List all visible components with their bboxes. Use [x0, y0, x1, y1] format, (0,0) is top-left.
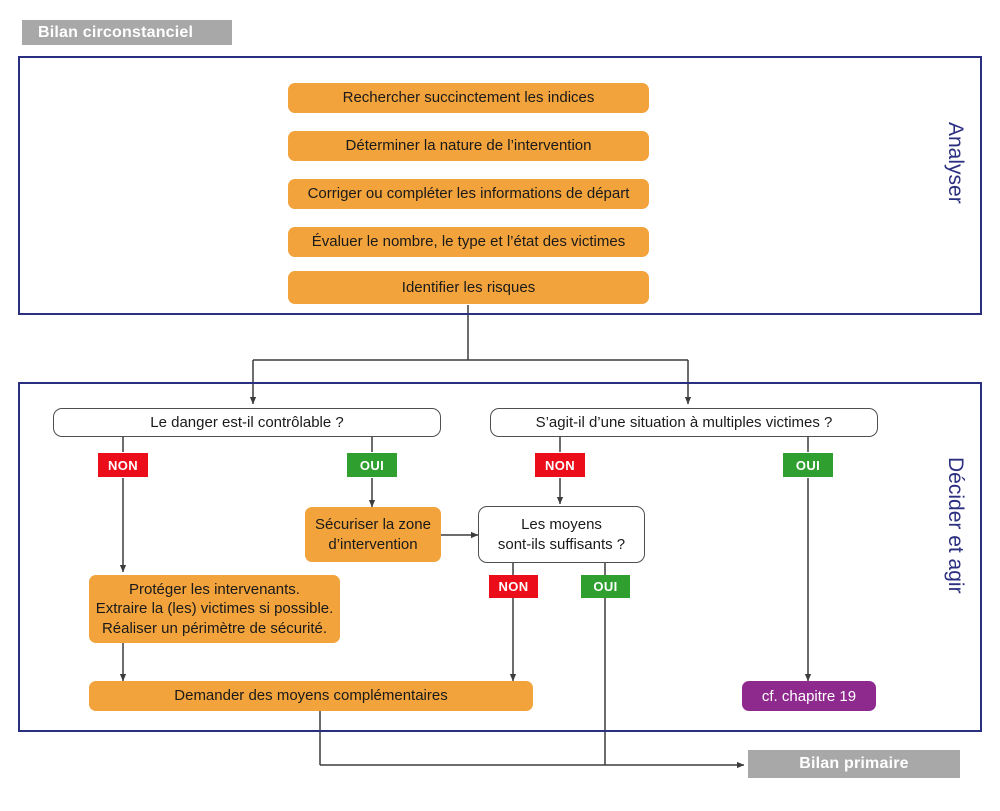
action-demander-moyens[interactable]: Demander des moyens complémentaires [89, 681, 533, 711]
step-determiner-nature[interactable]: Déterminer la nature de l’intervention [288, 131, 649, 161]
action-proteger-line1: Protéger les intervenants. [129, 581, 300, 599]
question-multiples-victimes[interactable]: S’agit-il d’une situation à multiples vi… [490, 408, 878, 437]
chip-danger-non[interactable]: NON [98, 453, 148, 477]
action-proteger-line3: Réaliser un périmètre de sécurité. [101, 619, 328, 637]
question-moyens-suffisants[interactable]: Les moyens sont-ils suffisants ? [478, 506, 645, 563]
chip-danger-oui[interactable]: OUI [347, 453, 397, 477]
chip-moyens-non[interactable]: NON [489, 575, 538, 598]
action-securiser-line2: d’intervention [328, 535, 418, 553]
action-proteger-intervenants[interactable]: Protéger les intervenants. Extraire la (… [89, 575, 340, 643]
section-frame-analyser [18, 56, 982, 315]
header-badge-bilan-circonstanciel: Bilan circonstanciel [22, 20, 232, 45]
question-danger-controlable[interactable]: Le danger est-il contrôlable ? [53, 408, 441, 437]
action-proteger-line2: Extraire la (les) victimes si possible. [95, 600, 334, 618]
step-identifier-risques[interactable]: Identifier les risques [288, 271, 649, 304]
chip-victimes-oui[interactable]: OUI [783, 453, 833, 477]
action-securiser-line1: Sécuriser la zone [315, 516, 431, 534]
chip-victimes-non[interactable]: NON [535, 453, 585, 477]
chip-moyens-oui[interactable]: OUI [581, 575, 630, 598]
section-label-analyser: Analyser [944, 122, 967, 204]
question-moyens-line2: sont-ils suffisants ? [497, 535, 626, 553]
question-moyens-line1: Les moyens [521, 516, 602, 533]
reference-chapitre-19[interactable]: cf. chapitre 19 [742, 681, 876, 711]
footer-badge-bilan-primaire: Bilan primaire [748, 750, 960, 778]
step-rechercher-indices[interactable]: Rechercher succinctement les indices [288, 83, 649, 113]
action-securiser-zone[interactable]: Sécuriser la zone d’intervention [305, 507, 441, 562]
step-corriger-informations[interactable]: Corriger ou compléter les informations d… [288, 179, 649, 209]
step-evaluer-victimes[interactable]: Évaluer le nombre, le type et l’état des… [288, 227, 649, 257]
section-label-decider: Décider et agir [944, 457, 967, 594]
section-frame-decider [18, 382, 982, 732]
